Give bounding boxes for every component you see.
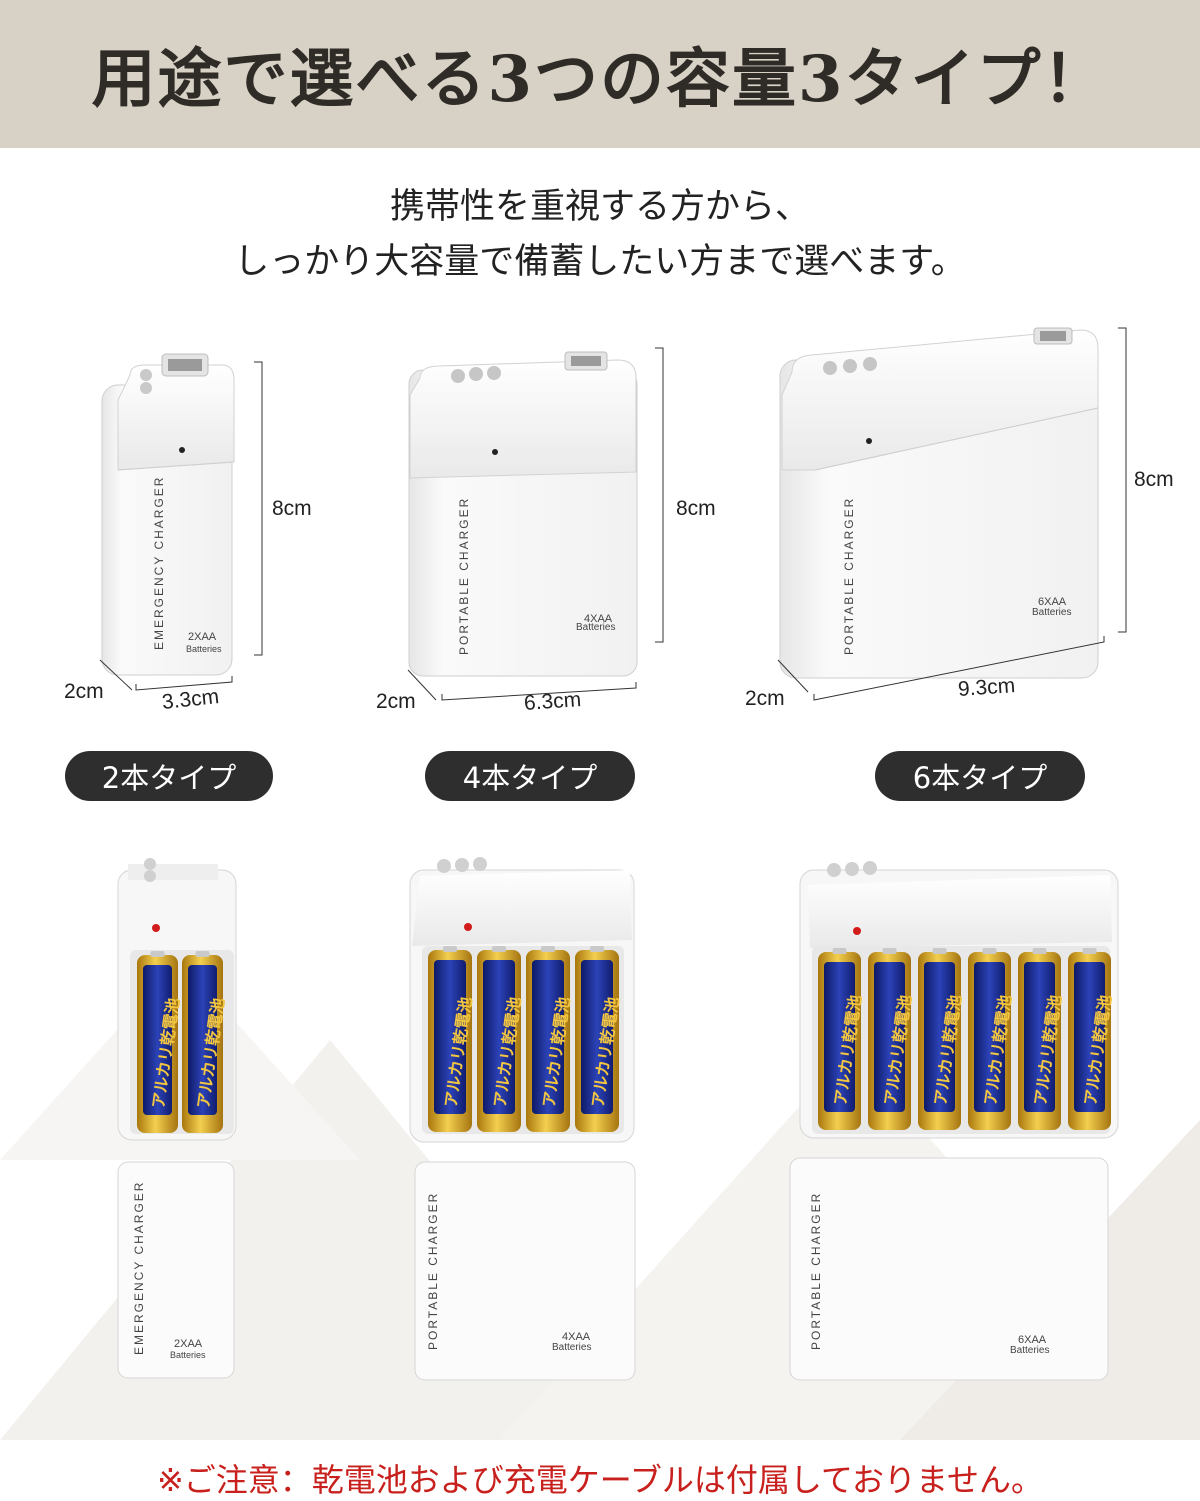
notice-text: ※ご注意：乾電池および充電ケーブルは付属しておりません。	[156, 1461, 1043, 1499]
battery-layer: アルカリ乾電池アルカリ乾電池アルカリ乾電池アルカリ乾電池アルカリ乾電池アルカリ乾…	[137, 946, 1115, 1133]
product-2-photo: EMERGENCY CHARGER 2XAA Batteries	[99, 353, 263, 691]
product-6-cover: PORTABLE CHARGER 6XAA Batteries	[789, 1157, 1109, 1381]
product-6-cover-capacity-2: Batteries	[1010, 1345, 1049, 1356]
product-2-height: 8cm	[272, 497, 312, 520]
type-pill-6: 6本タイプ	[875, 751, 1085, 801]
product-6-depth: 2cm	[745, 687, 785, 710]
product-2-depth: 2cm	[64, 680, 104, 703]
product-6-body-text: PORTABLE CHARGER	[842, 497, 856, 655]
type-pill-4: 4本タイプ	[425, 751, 635, 801]
type-pill-2: 2本タイプ	[65, 751, 273, 801]
product-6-capacity-2: Batteries	[1032, 607, 1071, 618]
product-4-capacity-2: Batteries	[576, 622, 615, 633]
aa-battery: アルカリ乾電池	[428, 946, 475, 1132]
aa-battery: アルカリ乾電池	[818, 948, 865, 1130]
product-4-height: 8cm	[676, 497, 716, 520]
product-6-photo: PORTABLE CHARGER 6XAA Batteries	[777, 327, 1127, 701]
product-2-cover-capacity-2: Batteries	[170, 1350, 206, 1360]
aa-battery: アルカリ乾電池	[1018, 948, 1065, 1130]
aa-battery: アルカリ乾電池	[918, 948, 965, 1130]
aa-battery: アルカリ乾電池	[868, 948, 915, 1130]
product-4-cover: PORTABLE CHARGER 4XAA Batteries	[414, 1161, 636, 1381]
aa-battery: アルカリ乾電池	[137, 951, 183, 1133]
title-banner	[0, 0, 1200, 148]
product-2-capacity-1: 2XAA	[188, 631, 217, 643]
product-4-depth: 2cm	[376, 690, 416, 713]
product-4-cover-text: PORTABLE CHARGER	[426, 1192, 440, 1350]
page-title: 用途で選べる3つの容量3タイプ！	[91, 42, 1109, 117]
aa-battery: アルカリ乾電池	[1068, 948, 1115, 1130]
product-4-cover-capacity-2: Batteries	[552, 1342, 591, 1353]
aa-battery: アルカリ乾電池	[968, 948, 1015, 1130]
aa-battery: アルカリ乾電池	[575, 946, 622, 1132]
product-2-cover-text: EMERGENCY CHARGER	[132, 1181, 146, 1355]
product-6-capacity-1: 6XAA	[1038, 596, 1067, 608]
aa-battery: アルカリ乾電池	[526, 946, 573, 1132]
product-2-cover-capacity-1: 2XAA	[174, 1338, 203, 1350]
subtitle-line-1: 携帯性を重視する方から、	[389, 187, 810, 227]
product-6-cover-capacity-1: 6XAA	[1018, 1334, 1047, 1346]
product-6-cover-text: PORTABLE CHARGER	[809, 1192, 823, 1350]
product-2-capacity-2: Batteries	[186, 644, 222, 654]
aa-battery: アルカリ乾電池	[477, 946, 524, 1132]
product-2-body-text: EMERGENCY CHARGER	[152, 476, 166, 650]
product-4-cover-capacity-1: 4XAA	[562, 1331, 591, 1343]
product-4-capacity-1: 4XAA	[584, 613, 613, 625]
product-6-height: 8cm	[1134, 468, 1174, 491]
subtitle-line-2: しっかり大容量で備蓄したい方まで選べます。	[234, 242, 966, 282]
product-4-body-text: PORTABLE CHARGER	[457, 497, 471, 655]
product-4-photo: PORTABLE CHARGER 4XAA Batteries	[407, 347, 664, 701]
product-illustrations: EMERGENCY CHARGER 2XAA Batteries PORTABL…	[99, 327, 1127, 1381]
product-2-cover: EMERGENCY CHARGER 2XAA Batteries	[117, 1161, 235, 1379]
aa-battery: アルカリ乾電池	[182, 951, 228, 1133]
